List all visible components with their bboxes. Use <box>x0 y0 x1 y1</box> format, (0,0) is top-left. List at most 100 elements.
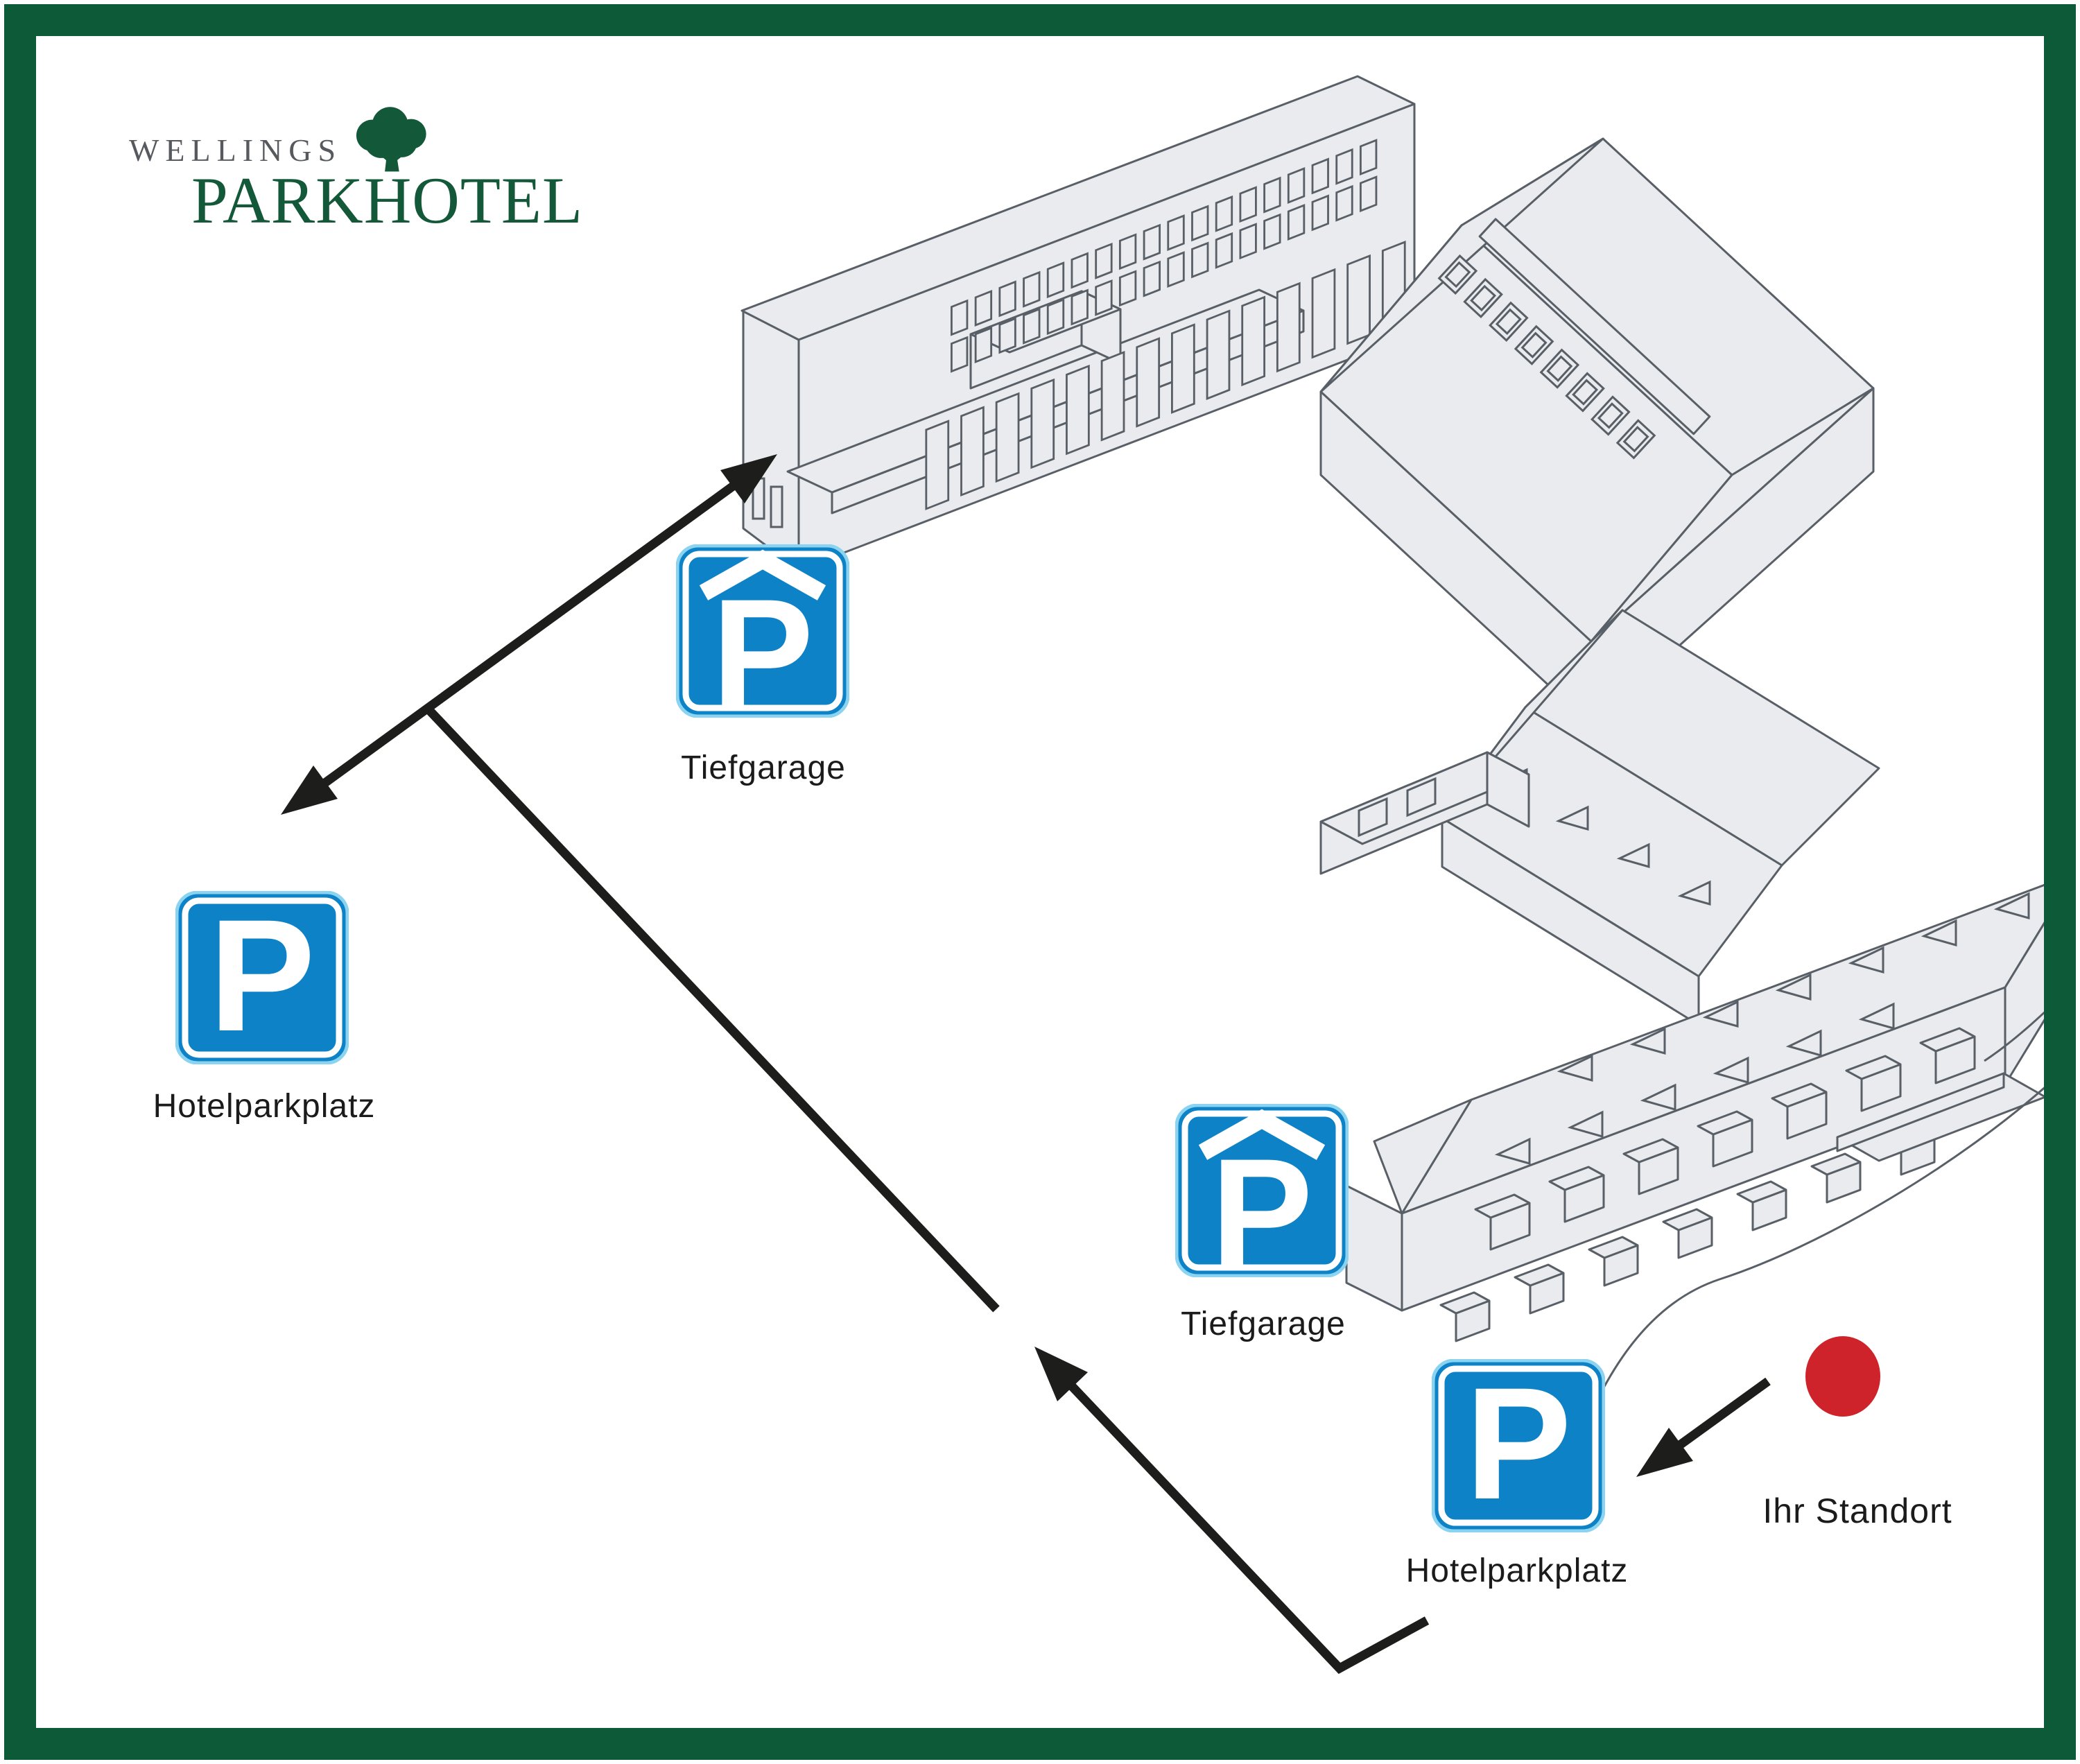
parking-garage-icon: P <box>1175 1104 1349 1277</box>
arrowhead-to-hotelparkplatz-left <box>281 766 338 815</box>
window <box>1239 223 1257 260</box>
window <box>1100 350 1125 442</box>
window <box>1095 242 1113 279</box>
tiefgarage-upper-label: Tiefgarage <box>681 750 846 786</box>
roof-dormer <box>1775 973 1812 1001</box>
oak-tree-icon <box>356 107 426 172</box>
arrowhead-to-tiefgarage-upper <box>720 454 777 503</box>
window <box>1191 241 1209 279</box>
balcony-top <box>1697 1110 1753 1136</box>
balcony-top <box>1736 1180 1787 1204</box>
window <box>1263 213 1281 250</box>
ridge-slab <box>1478 218 1711 435</box>
roof-dormer <box>1702 1000 1739 1028</box>
roof-dormer <box>1713 1056 1749 1084</box>
window <box>1311 194 1329 232</box>
window <box>998 280 1016 318</box>
balcony-top <box>1919 1027 1976 1053</box>
window <box>1071 288 1089 326</box>
balcony-top <box>1514 1263 1565 1287</box>
balcony-top <box>1548 1166 1605 1191</box>
window <box>1118 233 1137 270</box>
garage-p-symbol: P <box>712 567 814 718</box>
window <box>1335 148 1353 185</box>
balcony-top <box>1662 1208 1713 1231</box>
logo-title-text: PARKHOTEL <box>191 164 583 237</box>
window <box>1023 270 1041 308</box>
tiefgarage-upper-sign: P <box>676 544 849 718</box>
window <box>1191 205 1209 242</box>
roof-dormer <box>1677 880 1711 906</box>
window <box>1215 195 1233 232</box>
roof-dormer <box>1921 919 1957 946</box>
window <box>951 299 969 336</box>
window <box>960 406 985 497</box>
window <box>1143 260 1161 297</box>
window <box>974 327 993 363</box>
roof-dormer <box>1848 946 1884 974</box>
route-line-south <box>1067 1381 1430 1675</box>
window <box>1167 251 1185 288</box>
balcony-top <box>1845 1055 1902 1080</box>
window <box>1167 214 1185 252</box>
window <box>1335 184 1353 222</box>
window <box>1071 252 1089 289</box>
window <box>974 290 993 327</box>
route-arrow-west <box>313 475 745 794</box>
window <box>1030 378 1055 469</box>
window <box>998 317 1016 354</box>
window <box>1046 261 1065 299</box>
window <box>1346 254 1371 345</box>
skylight-pane <box>1572 379 1599 406</box>
window <box>1287 167 1306 204</box>
window <box>1066 364 1090 456</box>
skylight-pane <box>1444 261 1471 288</box>
parking-p-symbol: P <box>1465 1359 1571 1532</box>
window <box>995 392 1020 483</box>
hotelparkplatz-lower-sign: P <box>1432 1359 1605 1532</box>
window <box>1171 323 1195 414</box>
parking-icon: P <box>1432 1359 1605 1532</box>
hotelparkplatz-lower-label: Hotelparkplatz <box>1405 1553 1629 1589</box>
skylight-pane <box>1470 284 1497 312</box>
arrowhead-to-hotelparkplatz-lower <box>1636 1428 1693 1477</box>
window <box>925 420 950 510</box>
roof-dormer <box>1640 1083 1676 1111</box>
standort-arrow <box>1675 1377 1771 1451</box>
window <box>1215 232 1233 269</box>
hotelparkplatz-left-label: Hotelparkplatz <box>153 1088 376 1125</box>
window <box>1239 186 1257 223</box>
balcony-top <box>1439 1291 1491 1315</box>
roof-dormer <box>1785 1029 1822 1057</box>
balcony-top <box>1588 1236 1639 1259</box>
balcony-top <box>1810 1152 1862 1176</box>
balcony-top <box>1771 1082 1828 1108</box>
building-wing-middle <box>1319 609 1880 1026</box>
tiefgarage-lower-sign: P <box>1175 1104 1349 1277</box>
window <box>1287 204 1306 241</box>
window <box>1143 223 1161 261</box>
skylight-pane <box>1495 308 1522 336</box>
roof-dormer <box>1567 1110 1604 1138</box>
location-marker-label: Ihr Standort <box>1762 1491 1952 1530</box>
window <box>1046 298 1065 336</box>
garage-p-symbol: P <box>1211 1127 1313 1277</box>
hotelparkplatz-left-sign: P <box>175 891 349 1064</box>
location-dot-icon <box>1805 1336 1880 1417</box>
roof-dormer <box>1629 1027 1666 1055</box>
roof-dormer <box>1858 1002 1895 1030</box>
tiefgarage-lower-label: Tiefgarage <box>1181 1306 1346 1342</box>
window <box>1311 157 1329 195</box>
window <box>1136 337 1161 428</box>
window <box>1206 309 1231 400</box>
window <box>1095 279 1113 316</box>
skylight-pane <box>1546 355 1573 382</box>
skylight-pane <box>1520 331 1548 358</box>
window <box>1263 176 1281 214</box>
window <box>1276 282 1301 373</box>
roof-dormer <box>1993 892 2030 919</box>
arrowhead-route-north <box>1034 1347 1088 1401</box>
balcony-top <box>1622 1138 1679 1164</box>
window <box>951 336 969 373</box>
